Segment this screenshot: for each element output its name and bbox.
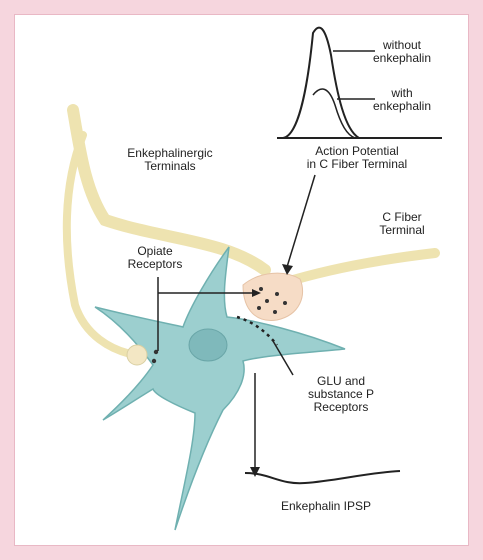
enkephalin-terminal-bouton xyxy=(127,345,147,365)
ap-arrow xyxy=(287,175,315,267)
glu-line-3: Receptors xyxy=(291,401,391,414)
action-potential-trace-enkephalin xyxy=(313,89,355,138)
c-fiber-terminal-bouton xyxy=(243,273,303,320)
figure-frame: without enkephalin with enkephalin Actio… xyxy=(14,14,469,546)
c-fiber-terminal-label: C Fiber Terminal xyxy=(367,211,437,237)
action-potential-trace xyxy=(283,28,359,138)
action-potential-label: Action Potential in C Fiber Terminal xyxy=(277,145,437,171)
ap-line-2: in C Fiber Terminal xyxy=(277,158,437,171)
nucleus xyxy=(189,329,227,361)
arrow-head xyxy=(250,467,260,477)
opiate-receptors-label: Opiate Receptors xyxy=(115,245,195,271)
ipsp-trace xyxy=(245,471,400,483)
enkephalin-ipsp-label: Enkephalin IPSP xyxy=(251,500,401,513)
with-line-2: enkephalin xyxy=(367,100,437,113)
cfiber-line-2: Terminal xyxy=(367,224,437,237)
opiate-line-2: Receptors xyxy=(115,258,195,271)
without-enkephalin-label: without enkephalin xyxy=(367,39,437,65)
enkephalinergic-terminals-label: Enkephalinergic Terminals xyxy=(115,147,225,173)
vesicle-dots xyxy=(152,359,156,363)
ipsp-text: Enkephalin IPSP xyxy=(251,500,401,513)
without-line-2: enkephalin xyxy=(367,52,437,65)
with-enkephalin-label: with enkephalin xyxy=(367,87,437,113)
c-fiber-axon xyxy=(283,253,435,283)
glu-receptors-label: GLU and substance P Receptors xyxy=(291,375,391,414)
enk-line-2: Terminals xyxy=(115,160,225,173)
